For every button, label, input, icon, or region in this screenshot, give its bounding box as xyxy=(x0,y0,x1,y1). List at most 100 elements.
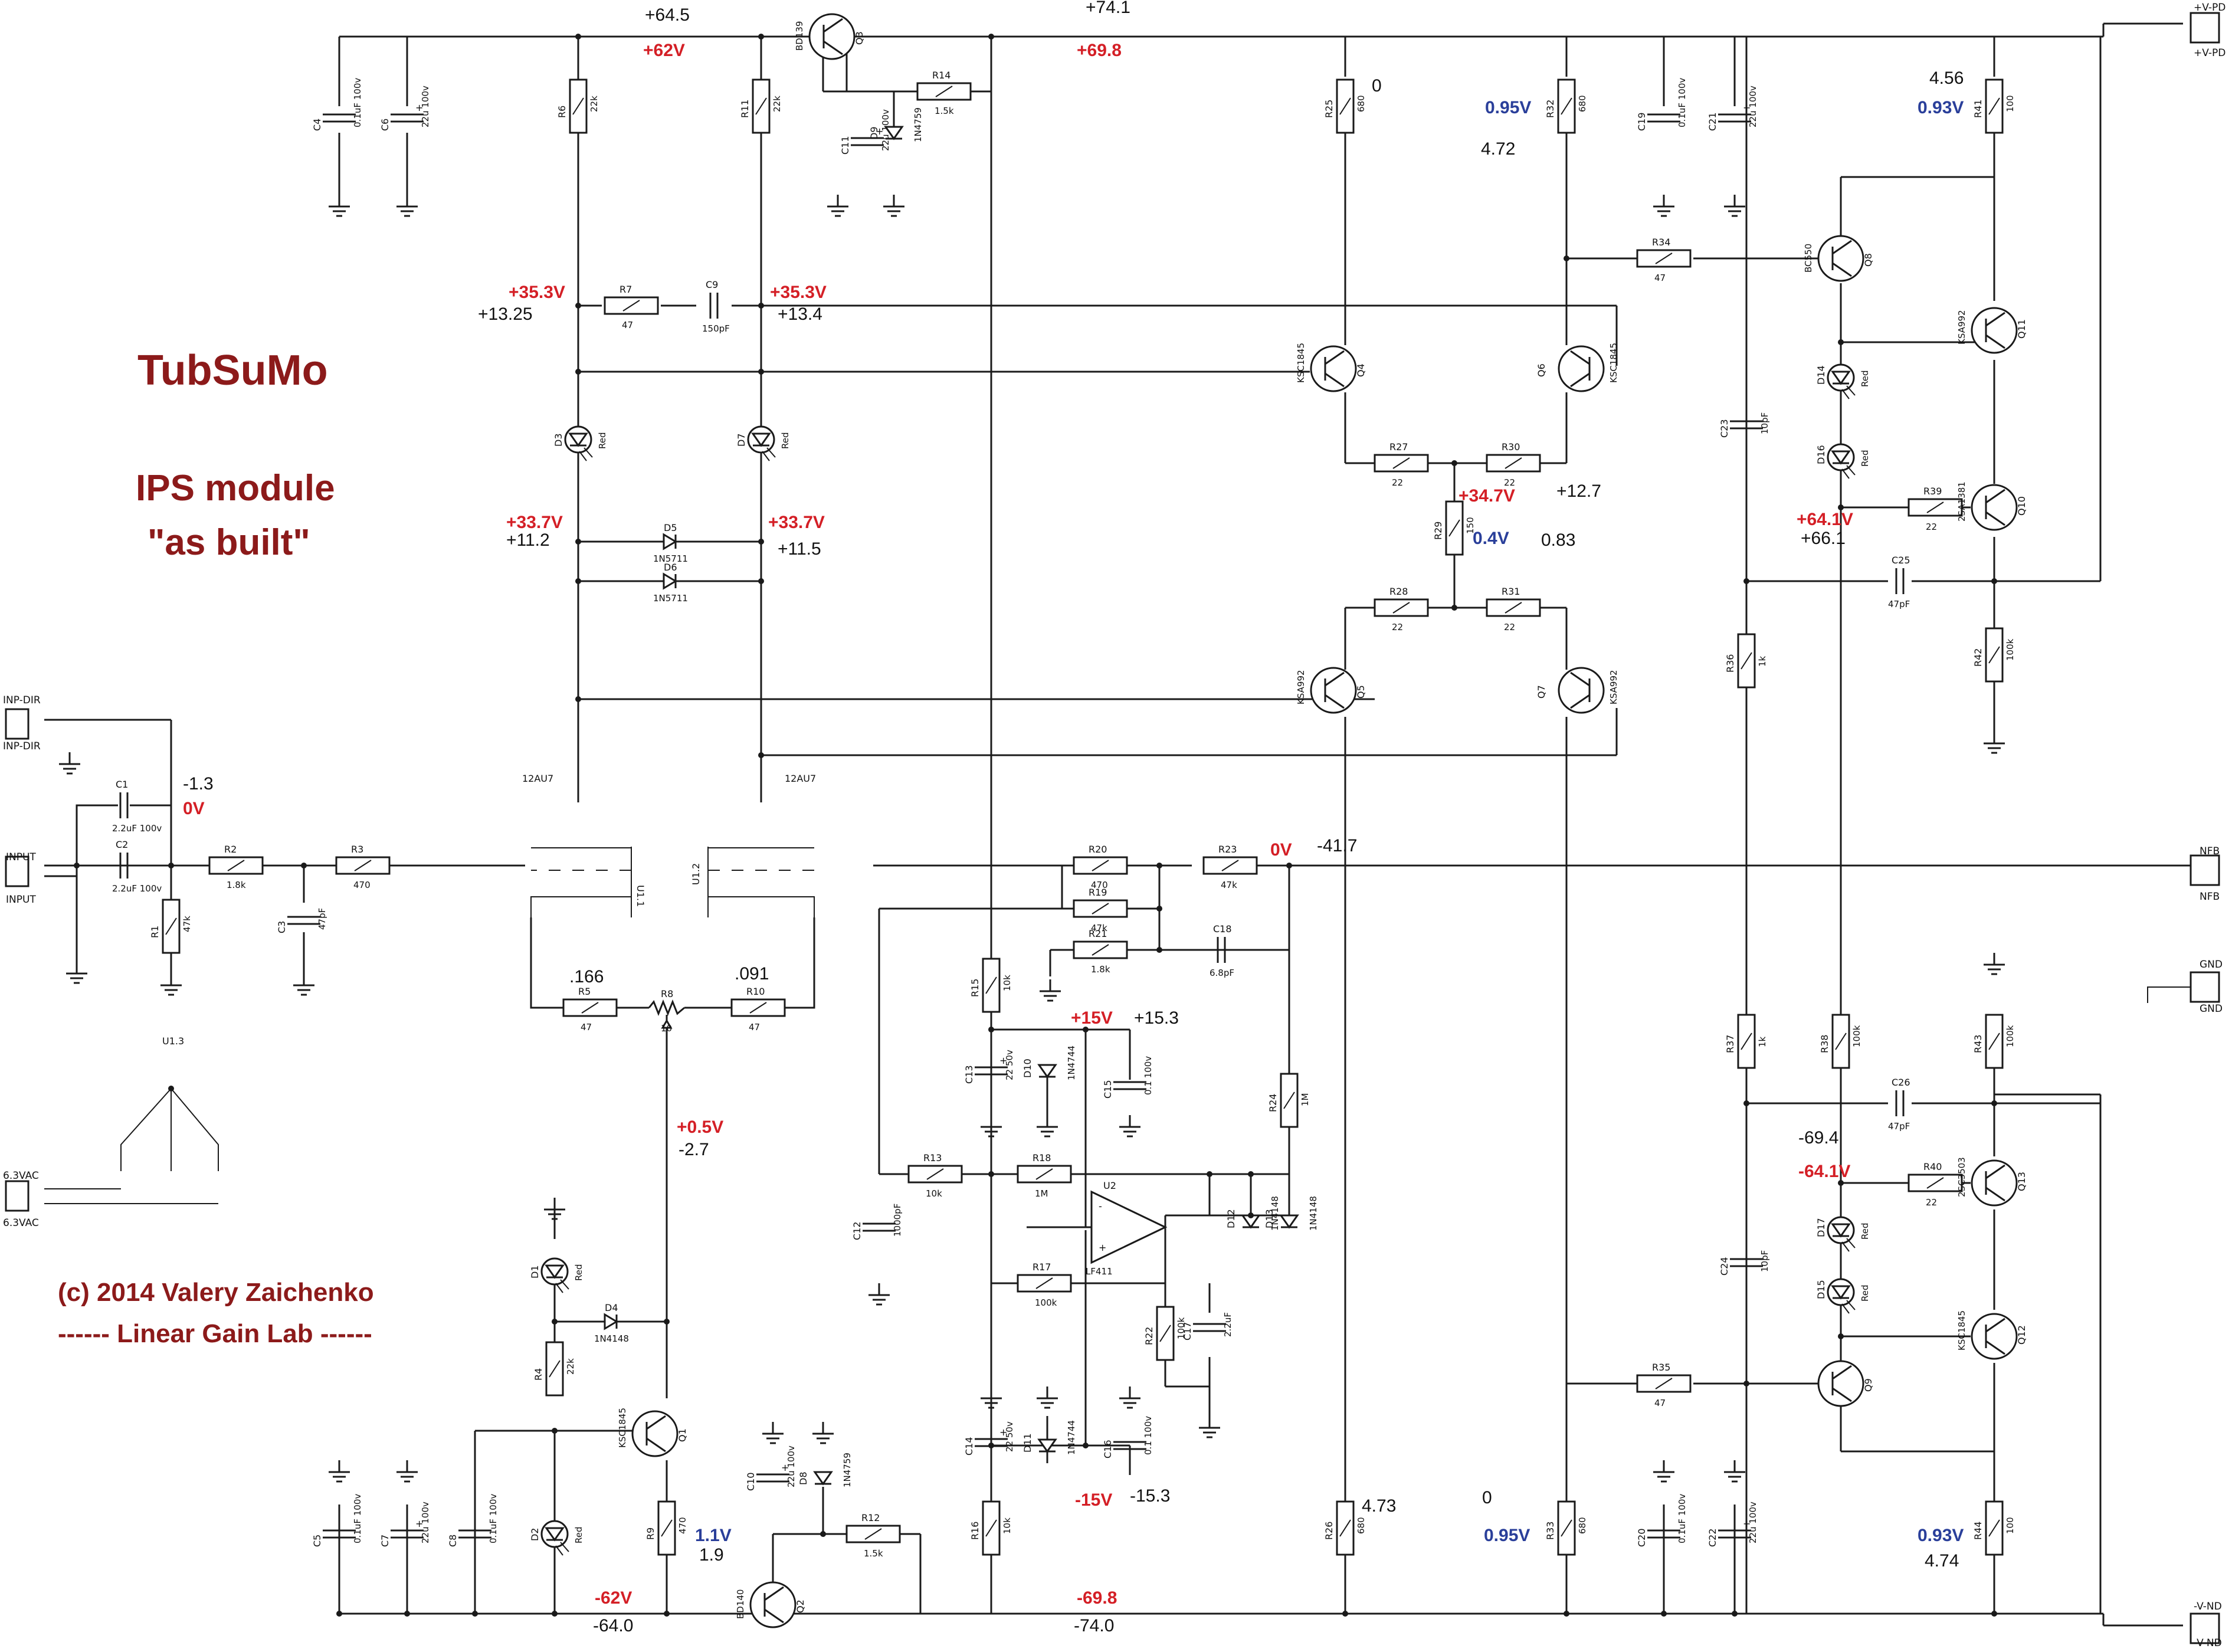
component-label: C17 xyxy=(1182,1322,1193,1340)
voltage-reading: +34.7V xyxy=(1458,486,1515,506)
junction-dot xyxy=(1743,578,1749,584)
voltage-reading: +33.7V xyxy=(506,513,563,532)
junction-dot xyxy=(168,863,174,868)
component-label: R3 xyxy=(351,844,363,855)
negative-rail xyxy=(339,1612,2183,1627)
voltage-reading: -74.0 xyxy=(1074,1616,1114,1635)
junction-dot xyxy=(575,539,581,545)
component-label: D2 xyxy=(529,1528,540,1542)
component-label: 100k xyxy=(1176,1317,1187,1339)
component-label: R24 xyxy=(1267,1094,1279,1112)
component-label: 47 xyxy=(1654,273,1666,283)
ground-symbol xyxy=(1037,1386,1058,1409)
component-label: C8 xyxy=(447,1535,458,1547)
component-label: R10 xyxy=(746,986,765,997)
component-label: 100k xyxy=(1851,1025,1862,1047)
component-label: C9 xyxy=(706,279,718,290)
connector-inp-dir: INP-DIR INP-DIR xyxy=(3,694,41,752)
component-label: 0.1uF 100v xyxy=(1677,1494,1687,1543)
voltage-reading: 0.83 xyxy=(1541,530,1575,550)
voltage-reading: -64.0 xyxy=(593,1616,633,1635)
connector-label: 6.3VAC xyxy=(3,1170,39,1182)
component-label: 22 xyxy=(1392,477,1403,488)
component-label: 1.8k xyxy=(227,880,246,890)
component-label: Q1 xyxy=(677,1428,688,1442)
component-label: C10 xyxy=(745,1472,756,1491)
capacitor-c1: C12.2uF 100v xyxy=(112,779,162,834)
voltage-reading: +12.7 xyxy=(1556,481,1601,501)
component-label: D9 xyxy=(868,127,880,140)
junction-dot xyxy=(1838,339,1844,345)
ground-symbol xyxy=(1199,1416,1220,1438)
ground-symbol xyxy=(981,1115,1002,1138)
voltage-reading: +69.8 xyxy=(1077,41,1122,60)
polarity-mark: + xyxy=(999,1427,1007,1438)
component-label: R14 xyxy=(932,70,951,81)
component-label: C3 xyxy=(276,921,287,933)
component-label: Red xyxy=(1860,1223,1870,1240)
component-label: KSA992 xyxy=(1296,670,1306,704)
component-label: R43 xyxy=(1972,1035,1984,1053)
junction-dot xyxy=(758,539,764,545)
component-label: 1N4744 xyxy=(1066,1420,1077,1455)
component-label: LF411 xyxy=(1086,1266,1113,1277)
tube-label: 12AU7 xyxy=(522,773,553,784)
component-label: 47pF xyxy=(1888,599,1910,609)
component-label: Red xyxy=(780,432,791,450)
voltage-reading: +11.5 xyxy=(778,539,821,559)
voltage-reading: +62V xyxy=(643,41,685,60)
voltage-annotations: +64.5 +74.1 +62V +69.8 0 0.95V 4.72 4.56… xyxy=(183,0,1964,1635)
component-label: BD139 xyxy=(794,21,805,51)
component-label: 10pF xyxy=(1759,412,1770,434)
component-label: D8 xyxy=(798,1472,809,1486)
component-label: 680 xyxy=(1356,95,1366,112)
connector-label: +V-PD xyxy=(2194,2,2226,14)
copyright: (c) 2014 Valery Zaichenko xyxy=(58,1278,374,1307)
voltage-reading: -15.3 xyxy=(1130,1486,1170,1506)
junction-dot xyxy=(1083,1027,1089,1032)
component-label: D4 xyxy=(605,1302,618,1313)
component-label: D16 xyxy=(1815,445,1827,464)
component-label: 22u 100v xyxy=(420,86,431,127)
junction-dot xyxy=(1838,1333,1844,1339)
junction-dot xyxy=(1156,906,1162,912)
component-label: D13 xyxy=(1264,1209,1275,1228)
component-label: 0.1uF 100v xyxy=(488,1494,499,1543)
component-label: KSC1845 xyxy=(1956,1310,1967,1351)
component-label: 100k xyxy=(2005,1025,2015,1047)
connector-label: 6.3VAC xyxy=(3,1217,39,1229)
polarity-mark: + xyxy=(415,1518,423,1529)
voltage-reading: 0 xyxy=(1372,76,1382,96)
junction-dot xyxy=(1661,1611,1667,1617)
component-label: 2SA1381 xyxy=(1956,481,1967,522)
junction-dot xyxy=(758,34,764,40)
component-label: 0.1uF 100v xyxy=(1677,78,1687,127)
voltage-reading: 0V xyxy=(1270,840,1292,860)
component-label: 22 xyxy=(1504,622,1515,632)
junction-dot xyxy=(1743,1381,1749,1386)
component-label: 22k xyxy=(589,96,599,112)
component-label: C4 xyxy=(312,119,323,131)
component-label: C16 xyxy=(1102,1440,1113,1458)
